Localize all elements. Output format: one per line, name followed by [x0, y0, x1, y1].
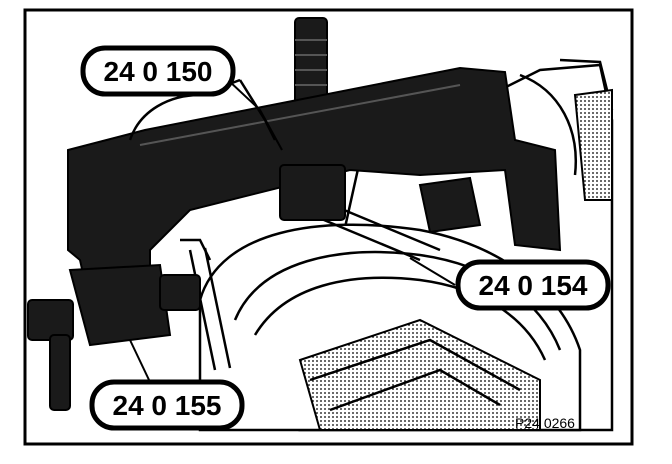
callout-label-150: 24 0 150: [104, 56, 213, 87]
callout-24-0-155: 24 0 155: [89, 379, 245, 431]
callout-label-155: 24 0 155: [113, 390, 222, 421]
leader-line-150: [227, 79, 283, 151]
leader-line-154: [409, 257, 456, 286]
callout-label-154: 24 0 154: [479, 270, 588, 301]
callout-24-0-150: 24 0 150: [80, 45, 236, 97]
callout-24-0-154: 24 0 154: [455, 259, 611, 311]
leader-line-155: [129, 339, 151, 383]
figure-reference: P24 0266: [515, 415, 575, 431]
